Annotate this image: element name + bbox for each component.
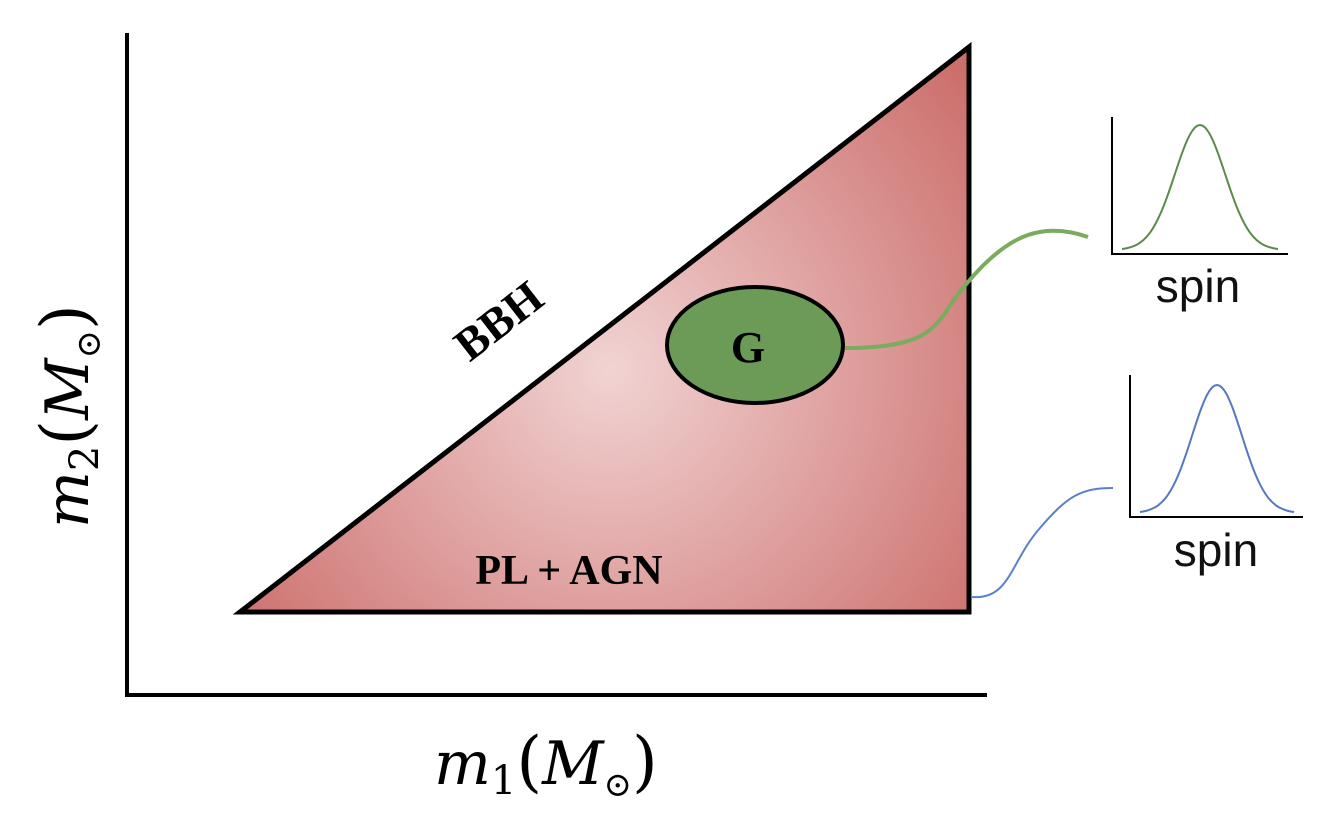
y-label-close: ) — [27, 304, 104, 330]
mass-region-triangle — [232, 41, 972, 615]
inset-bottom-spin-label: spin — [1174, 524, 1258, 576]
x-label-unit: M — [541, 729, 605, 799]
y-label-open: ( — [27, 420, 104, 446]
spin-inset-top: spin — [1111, 117, 1288, 312]
x-label-open: ( — [516, 723, 542, 800]
blue-connector-curve — [971, 487, 1114, 599]
cluster-ellipse — [665, 285, 845, 405]
inset-top-spin-curve — [1121, 123, 1279, 250]
bbh-label: BBH — [444, 271, 552, 371]
x-label-unit-sub: ⊙ — [604, 765, 633, 805]
inset-top-spin-label: spin — [1156, 260, 1240, 312]
spin-inset-bottom: spin — [1129, 375, 1303, 576]
x-label-var: m — [434, 729, 491, 799]
pl-agn-label: PL + AGN — [475, 548, 662, 594]
green-connector-curve — [844, 228, 1089, 350]
x-label-close: ) — [632, 723, 658, 800]
x-axis-label: m1(M⊙) — [434, 723, 658, 805]
x-label-sub: 1 — [491, 758, 516, 804]
inset-bottom-spin-curve — [1139, 383, 1295, 513]
y-label-unit-sub: ⊙ — [69, 330, 109, 359]
y-label-unit: M — [33, 357, 103, 421]
y-axis-label: m2(M⊙) — [27, 304, 109, 528]
y-label-var: m — [33, 471, 103, 528]
cluster-label: G — [731, 323, 765, 372]
y-label-sub: 2 — [62, 446, 108, 471]
